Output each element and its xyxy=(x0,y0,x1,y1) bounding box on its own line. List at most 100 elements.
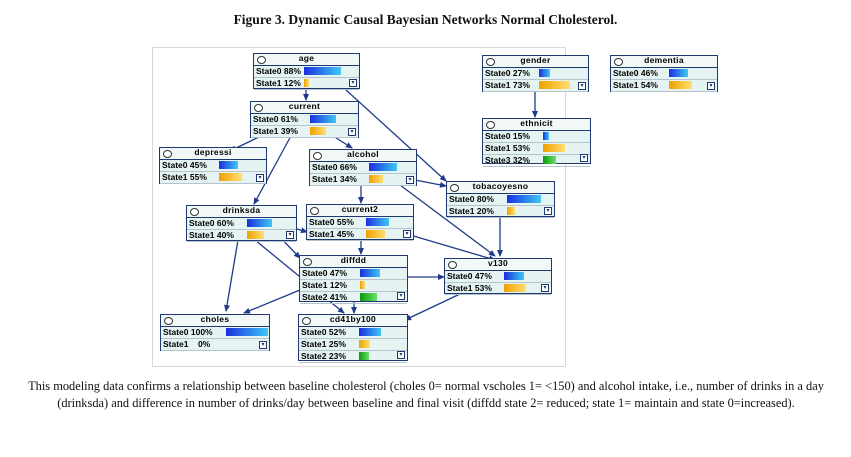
node-depressi[interactable]: depressi State0 45% State1 55% ▾ xyxy=(159,147,267,184)
node-name: current2 xyxy=(341,204,379,214)
node-name: choles xyxy=(200,314,230,324)
state-bar xyxy=(310,115,336,123)
state-label: State0 100% xyxy=(163,327,213,337)
node-circle-icon xyxy=(450,184,459,192)
node-ethnicit[interactable]: ethnicit State0 15% State1 53% State3 32… xyxy=(482,118,591,167)
expand-icon[interactable]: ▾ xyxy=(403,230,411,238)
node-name: diffdd xyxy=(340,255,367,265)
expand-icon[interactable]: ▾ xyxy=(256,174,264,182)
node-choles[interactable]: choles State0 100% State1 0% ▾ xyxy=(160,314,270,351)
state-label: State1 53% xyxy=(447,283,492,293)
node-circle-icon xyxy=(310,207,319,215)
expand-icon[interactable]: ▾ xyxy=(541,284,549,292)
node-circle-icon xyxy=(190,208,199,216)
node-name: drinksda xyxy=(222,205,261,215)
state-bar xyxy=(359,352,369,360)
state-label: State1 0% xyxy=(163,339,211,349)
node-drinksda[interactable]: drinksda State0 60% State1 40% ▾ xyxy=(186,205,297,242)
state-bar xyxy=(310,127,326,135)
state-label: State1 45% xyxy=(309,229,354,239)
state-bar xyxy=(360,293,377,301)
expand-icon[interactable]: ▾ xyxy=(397,351,405,359)
state-label: State2 23% xyxy=(301,351,346,361)
expand-icon[interactable]: ▾ xyxy=(349,79,357,87)
state-bar xyxy=(369,175,383,183)
state-label: State1 55% xyxy=(162,172,207,182)
node-circle-icon xyxy=(303,258,312,266)
state-label: State0 27% xyxy=(485,68,530,78)
state-bar xyxy=(247,219,272,227)
expand-icon[interactable]: ▾ xyxy=(406,176,414,184)
node-circle-icon xyxy=(257,56,266,64)
node-name: tobacoyesno xyxy=(472,181,529,191)
state-label: State1 53% xyxy=(485,143,530,153)
node-current[interactable]: current State0 61% State1 39% ▾ xyxy=(250,101,359,138)
expand-icon[interactable]: ▾ xyxy=(578,82,586,90)
expand-icon[interactable]: ▾ xyxy=(397,292,405,300)
expand-icon[interactable]: ▾ xyxy=(580,154,588,162)
state-bar xyxy=(366,230,385,238)
node-name: gender xyxy=(520,55,551,65)
node-cd41by100[interactable]: cd41by100 State0 52% State1 25% State2 2… xyxy=(298,314,408,363)
node-circle-icon xyxy=(164,317,173,325)
state-bar xyxy=(669,81,692,89)
state-bar xyxy=(304,67,341,75)
node-circle-icon xyxy=(254,104,263,112)
state-bar xyxy=(226,328,268,336)
node-circle-icon xyxy=(486,121,495,129)
state-label: State1 40% xyxy=(189,230,234,240)
state-bar xyxy=(219,161,238,169)
state-bar xyxy=(507,195,541,203)
node-circle-icon xyxy=(614,58,623,66)
state-label: State1 12% xyxy=(256,78,301,88)
state-bar xyxy=(543,156,556,164)
node-age[interactable]: age State0 88% State1 12% ▾ xyxy=(253,53,360,90)
state-label: State0 47% xyxy=(447,271,492,281)
state-bar xyxy=(360,281,365,289)
figure-caption: This modeling data confirms a relationsh… xyxy=(28,379,824,410)
node-circle-icon xyxy=(313,152,322,160)
node-name: depressi xyxy=(194,147,232,157)
node-circle-icon xyxy=(163,150,172,158)
node-gender[interactable]: gender State0 27% State1 73% ▾ xyxy=(482,55,589,92)
state-label: State2 41% xyxy=(302,292,347,302)
state-bar xyxy=(219,173,242,181)
expand-icon[interactable]: ▾ xyxy=(544,207,552,215)
state-label: State0 61% xyxy=(253,114,298,124)
expand-icon[interactable]: ▾ xyxy=(286,231,294,239)
state-bar xyxy=(504,272,524,280)
node-alcohol[interactable]: alcohol State0 66% State1 34% ▾ xyxy=(309,149,417,186)
node-circle-icon xyxy=(448,261,457,269)
state-bar xyxy=(360,269,380,277)
node-v130[interactable]: v130 State0 47% State1 53% ▾ xyxy=(444,258,552,295)
state-label: State1 34% xyxy=(312,174,357,184)
node-tobacoyesno[interactable]: tobacoyesno State0 80% State1 20% ▾ xyxy=(446,181,555,218)
state-bar xyxy=(543,144,565,152)
state-label: State3 32% xyxy=(485,155,530,165)
state-bar xyxy=(539,81,570,89)
node-name: v130 xyxy=(487,258,509,268)
state-label: State0 46% xyxy=(613,68,658,78)
state-bar xyxy=(369,163,397,171)
node-name: current xyxy=(288,101,321,111)
state-bar xyxy=(669,69,688,77)
node-current2[interactable]: current2 State0 55% State1 45% ▾ xyxy=(306,204,414,241)
node-circle-icon xyxy=(302,317,311,325)
expand-icon[interactable]: ▾ xyxy=(259,341,267,349)
node-dementia[interactable]: dementia State0 46% State1 54% ▾ xyxy=(610,55,718,92)
state-label: State0 88% xyxy=(256,66,301,76)
state-label: State1 54% xyxy=(613,80,658,90)
state-label: State0 80% xyxy=(449,194,494,204)
expand-icon[interactable]: ▾ xyxy=(348,128,356,136)
state-label: State0 47% xyxy=(302,268,347,278)
state-bar xyxy=(359,328,381,336)
state-label: State1 12% xyxy=(302,280,347,290)
state-bar xyxy=(504,284,526,292)
state-bar xyxy=(507,207,515,215)
state-bar xyxy=(304,79,309,87)
node-diffdd[interactable]: diffdd State0 47% State1 12% State2 41% … xyxy=(299,255,408,304)
node-circle-icon xyxy=(486,58,495,66)
node-name: ethnicit xyxy=(520,118,553,128)
expand-icon[interactable]: ▾ xyxy=(707,82,715,90)
node-name: cd41by100 xyxy=(329,314,377,324)
